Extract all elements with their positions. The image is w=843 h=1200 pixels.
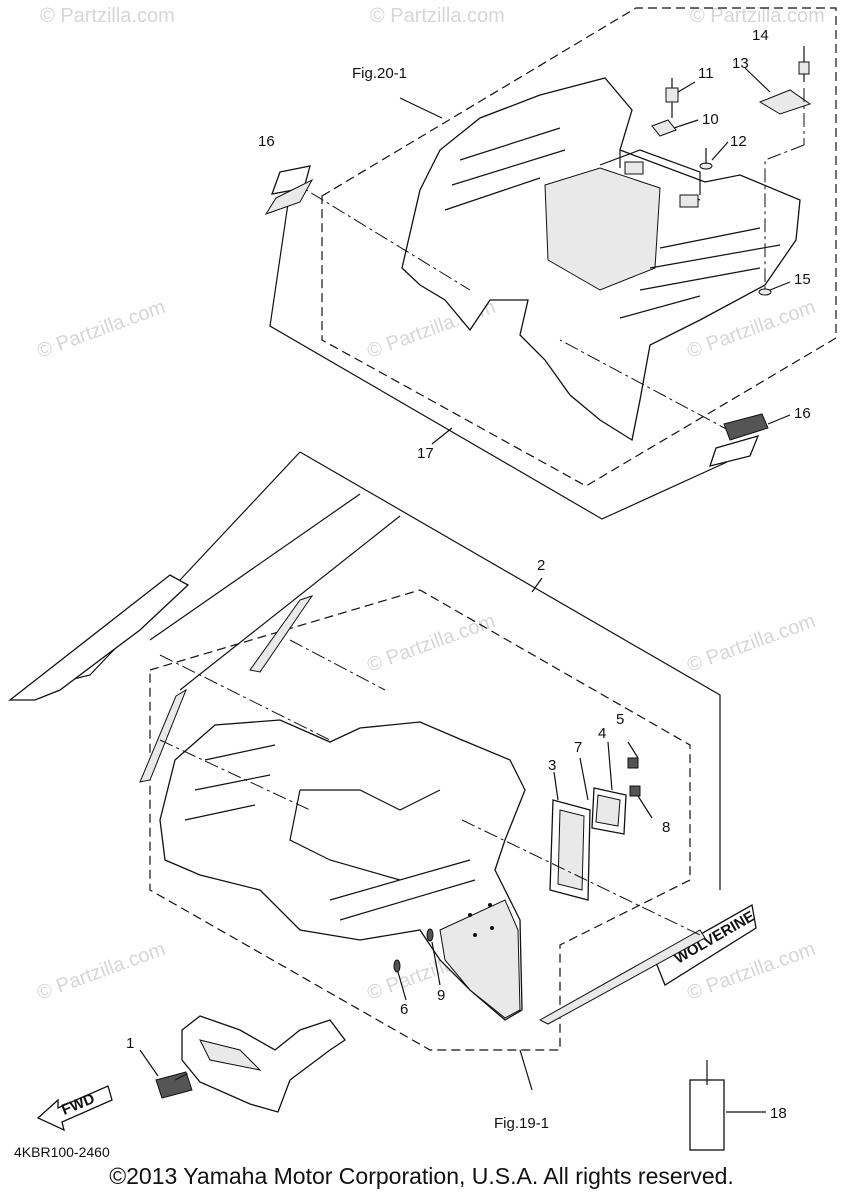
leader-12 [711,141,729,161]
front-fender-ribs [184,744,476,921]
watermark: © Partzilla.com [370,5,505,27]
callout-7: 7 [574,739,582,756]
callout-16: 16 [258,133,275,150]
decal-16-b-backing [709,435,760,467]
front-fender-body [159,719,526,1021]
callout-15: 15 [794,271,811,288]
leader-8 [637,795,653,819]
leader-fig20 [399,97,443,119]
part-2-outline-inner-b [179,515,401,691]
callout-5: 5 [616,711,624,728]
front-decal-left [8,574,190,701]
watermark: © Partzilla.com [364,610,498,677]
leader-16-b [559,339,733,433]
leader-15-path [764,144,805,290]
front-fender-boundary [149,589,691,1051]
leader-11 [677,81,696,93]
part-6-spring [393,959,401,973]
rear-fender-tab [679,194,699,208]
front-guard [181,1015,346,1113]
callout-16: 16 [794,405,811,422]
leader-9 [431,941,441,986]
leader-13 [744,67,771,93]
front-fender-group: WOLVERINE FWD [8,451,766,1151]
decal-16-b [723,413,769,441]
leader-7 [579,757,589,801]
part-2-outline-inner [149,493,361,641]
leader-16-right [767,414,791,425]
leader-decal-left [159,654,331,741]
part-2-outline-right [299,451,721,890]
callout-4: 4 [598,725,606,742]
leader-decal-left-c [289,639,386,691]
callout-14: 14 [752,27,769,44]
watermark: © Partzilla.com [34,296,168,363]
fig-ref-bottom: Fig.19-1 [494,1115,549,1132]
leader-15 [769,281,791,291]
leader-3 [553,771,559,801]
leader-10 [673,119,699,129]
part-9-spring [426,928,434,942]
decal-wolverine-text: WOLVERINE [672,908,758,968]
callout-10: 10 [702,111,719,128]
leader-decal-right [461,819,701,936]
leader-2 [531,577,543,593]
callout-2: 2 [537,557,545,574]
rear-fender-ribs [444,127,781,319]
front-fender-side [439,899,521,1019]
part-18-tag [689,1079,725,1151]
part-5-clip [627,757,639,769]
watermark: © Partzilla.com [40,5,175,27]
front-decal-stripe [249,595,314,673]
part-15-grommet [758,288,772,296]
callout-3: 3 [548,757,556,774]
callout-11: 11 [698,65,714,82]
part-14-head [798,61,810,75]
leader-5 [627,741,639,759]
leader-decal-left-b [159,739,311,811]
fwd-arrow [36,1085,113,1132]
callout-6: 6 [400,1001,408,1018]
front-guard-opening [199,1039,262,1071]
leader-1 [139,1049,159,1077]
copyright-notice: ©2013 Yamaha Motor Corporation, U.S.A. A… [109,1163,734,1189]
part-11-head [665,87,679,103]
part-7-inner [595,794,621,827]
leader-16-a [289,179,471,291]
front-decal-right [654,903,757,986]
callout-labels: Fig.20-1 Fig.19-1 1 2 3 4 5 6 7 8 9 10 1… [126,27,811,1132]
front-decal-stripe-b [139,688,188,783]
front-decal-right-stripe [538,929,706,1025]
rear-fender-tab [624,161,644,175]
part-17-outline [269,189,728,520]
part-1-emblem [155,1071,193,1099]
rear-fender-group [264,7,837,520]
callout-1: 1 [126,1035,134,1052]
watermark: © Partzilla.com [684,610,818,677]
diagram-code: 4KBR100-2460 [14,1144,110,1160]
watermark: © Partzilla.com [690,5,825,27]
leader-6 [397,971,407,1001]
callout-9: 9 [437,987,445,1004]
callout-13: 13 [732,55,749,72]
part-8-clip [629,785,641,797]
rear-fender-boundary [321,7,837,487]
decal-16-a-backing [264,178,314,215]
leader-4 [607,741,613,791]
fig-ref-top: Fig.20-1 [352,65,407,82]
callout-17: 17 [417,445,434,462]
callout-18: 18 [770,1105,787,1122]
callout-12: 12 [730,133,747,150]
front-fender-holes [468,903,494,937]
watermark: © Partzilla.com [34,938,168,1005]
leader-fig19 [519,1049,533,1091]
part-13-plate [758,89,812,115]
part-10-plate [651,119,677,137]
callout-8: 8 [662,819,670,836]
rear-fender-cavity [544,167,661,291]
leader-17 [431,427,453,445]
part-3-inner [557,809,585,891]
